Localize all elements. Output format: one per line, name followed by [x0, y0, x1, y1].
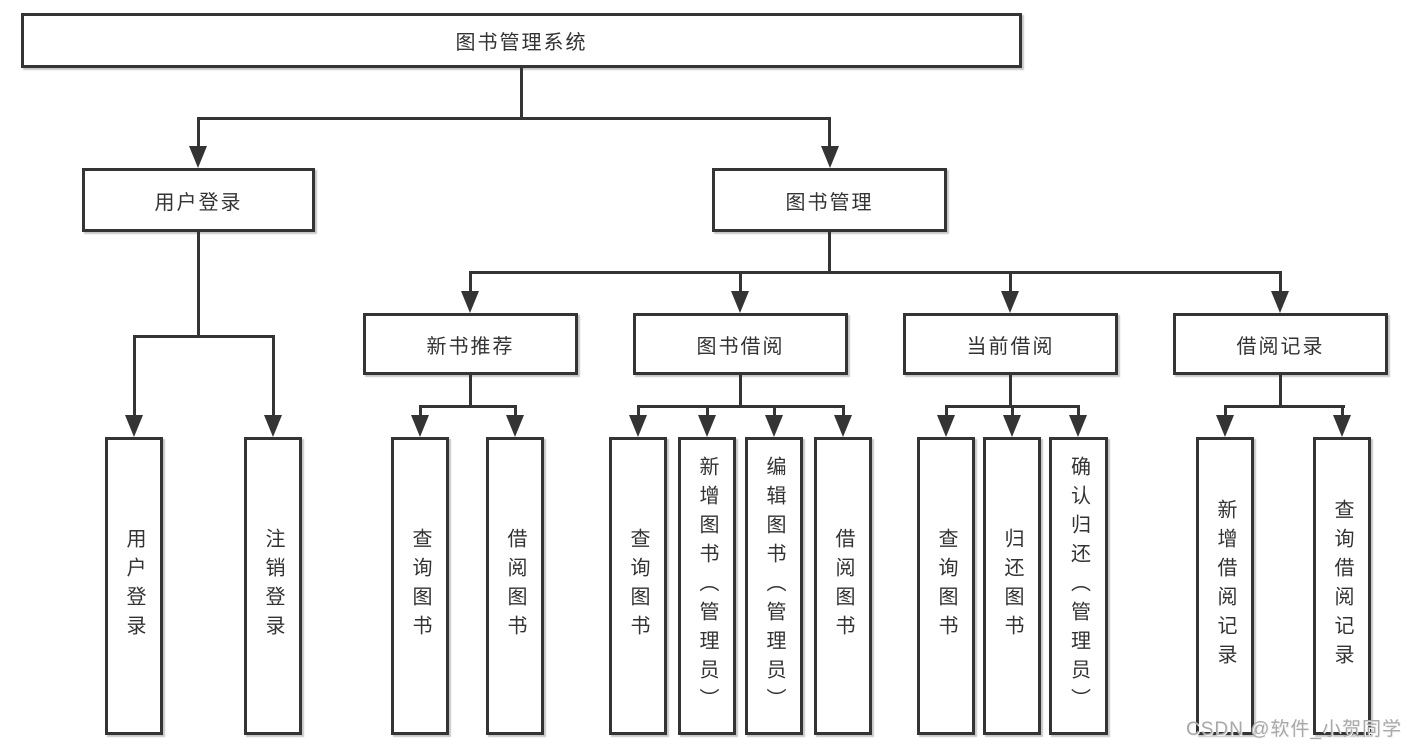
connector-vertical — [1279, 375, 1282, 408]
connector-horizontal — [197, 117, 831, 120]
arrow-down-icon — [834, 415, 852, 437]
node-new-book-recommendation: 新书推荐 — [363, 313, 578, 375]
connector-vertical — [197, 232, 200, 338]
arrow-down-icon — [1271, 291, 1289, 313]
connector-vertical — [1077, 405, 1080, 418]
arrow-down-icon — [1216, 415, 1234, 437]
connector-vertical — [1224, 405, 1227, 418]
node-edit-book-admin: 编辑图书（管理员） — [745, 437, 803, 735]
connector-vertical — [419, 405, 422, 418]
connector-vertical — [842, 405, 845, 418]
arrow-down-icon — [937, 415, 955, 437]
connector-vertical — [1009, 271, 1012, 294]
connector-vertical — [706, 405, 709, 418]
node-label: 编辑图书（管理员） — [763, 455, 785, 717]
node-label: 用户登录 — [154, 191, 243, 214]
node-label: 新增图书（管理员） — [696, 455, 718, 717]
arrow-down-icon — [411, 415, 429, 437]
connector-horizontal — [133, 335, 274, 338]
connector-vertical — [739, 375, 742, 408]
node-label: 借阅记录 — [1236, 335, 1325, 358]
node-book-borrowing: 图书借阅 — [633, 313, 848, 375]
node-label: 注销登录 — [262, 528, 284, 644]
node-query-books: 查询图书 — [391, 437, 449, 735]
arrow-down-icon — [731, 291, 749, 313]
node-label: 当前借阅 — [966, 335, 1055, 358]
node-label: 查询借阅记录 — [1331, 499, 1353, 673]
node-label: 归还图书 — [1001, 528, 1023, 644]
node-library-management-system: 图书管理系统 — [21, 13, 1022, 68]
node-add-book-admin: 新增图书（管理员） — [678, 437, 736, 735]
connector-horizontal — [1224, 405, 1345, 408]
arrow-down-icon — [264, 415, 282, 437]
node-borrow-books: 借阅图书 — [486, 437, 544, 735]
arrow-down-icon — [506, 415, 524, 437]
connector-vertical — [514, 405, 517, 418]
node-return-books: 归还图书 — [983, 437, 1041, 735]
arrow-down-icon — [821, 146, 839, 168]
node-label: 新增借阅记录 — [1214, 499, 1236, 673]
node-label: 查询图书 — [409, 528, 431, 644]
node-query-borrow-record: 查询借阅记录 — [1313, 437, 1371, 735]
arrow-down-icon — [698, 415, 716, 437]
connector-vertical — [1011, 405, 1014, 418]
node-label: 查询图书 — [627, 528, 649, 644]
arrow-down-icon — [1333, 415, 1351, 437]
connector-vertical — [469, 375, 472, 408]
arrow-down-icon — [189, 146, 207, 168]
node-label: 图书管理 — [785, 191, 874, 214]
node-query-books: 查询图书 — [609, 437, 667, 735]
connector-horizontal — [469, 271, 1282, 274]
connector-horizontal — [419, 405, 517, 408]
connector-horizontal — [637, 405, 845, 408]
connector-vertical — [637, 405, 640, 418]
node-label: 用户登录 — [123, 528, 145, 644]
node-borrowing-records: 借阅记录 — [1173, 313, 1388, 375]
node-label: 查询图书 — [935, 528, 957, 644]
arrow-down-icon — [765, 415, 783, 437]
connector-vertical — [197, 117, 200, 148]
connector-vertical — [739, 271, 742, 294]
connector-vertical — [1279, 271, 1282, 294]
connector-vertical — [272, 335, 275, 417]
arrow-down-icon — [1069, 415, 1087, 437]
node-current-borrowing: 当前借阅 — [903, 313, 1118, 375]
connector-vertical — [1009, 375, 1012, 408]
node-label: 新书推荐 — [426, 335, 515, 358]
node-label: 图书管理系统 — [455, 32, 588, 54]
watermark-text: CSDN @软件_小贺同学 — [1186, 719, 1402, 740]
node-borrow-books: 借阅图书 — [814, 437, 872, 735]
node-book-management: 图书管理 — [712, 168, 947, 232]
connector-vertical — [828, 232, 831, 274]
node-add-borrow-record: 新增借阅记录 — [1196, 437, 1254, 735]
arrow-down-icon — [125, 415, 143, 437]
arrow-down-icon — [461, 291, 479, 313]
node-confirm-return-admin: 确认归还（管理员） — [1049, 437, 1108, 735]
node-label: 图书借阅 — [696, 335, 785, 358]
connector-vertical — [828, 117, 831, 148]
node-label: 确认归还（管理员） — [1067, 455, 1090, 717]
arrow-down-icon — [1001, 291, 1019, 313]
arrow-down-icon — [629, 415, 647, 437]
arrow-down-icon — [1003, 415, 1021, 437]
connector-vertical — [520, 68, 523, 120]
node-label: 借阅图书 — [504, 528, 526, 644]
node-user-login-action: 用户登录 — [105, 437, 163, 735]
node-user-login: 用户登录 — [82, 168, 315, 232]
connector-vertical — [133, 335, 136, 417]
connector-vertical — [945, 405, 948, 418]
node-query-books: 查询图书 — [917, 437, 975, 735]
connector-vertical — [469, 271, 472, 294]
connector-vertical — [773, 405, 776, 418]
connector-vertical — [1341, 405, 1344, 418]
node-logout-action: 注销登录 — [244, 437, 302, 735]
node-label: 借阅图书 — [832, 528, 854, 644]
